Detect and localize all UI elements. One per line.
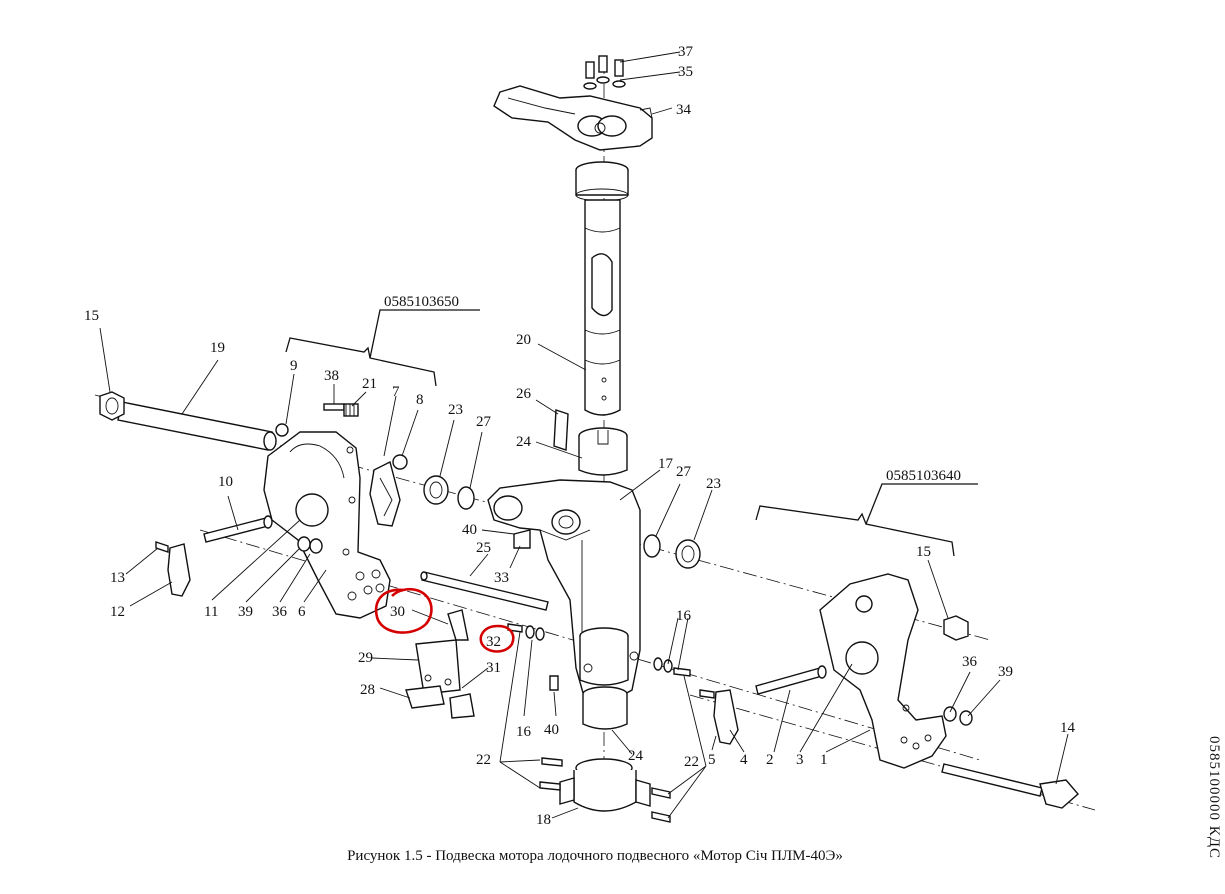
label-16-right: 16 bbox=[676, 608, 692, 624]
label-15-left: 15 bbox=[84, 308, 99, 324]
nut-36-washer-39-right bbox=[943, 706, 973, 726]
label-15-right: 15 bbox=[916, 544, 931, 560]
label-38: 38 bbox=[324, 368, 339, 384]
swivel-bracket-17 bbox=[487, 479, 641, 701]
label-32: 32 bbox=[486, 634, 501, 650]
stern-bracket-right-1 bbox=[819, 573, 947, 769]
label-22-left: 22 bbox=[476, 752, 491, 768]
label-13: 13 bbox=[110, 570, 125, 586]
label-27-left: 27 bbox=[476, 414, 492, 430]
label-33: 33 bbox=[494, 570, 509, 586]
tilt-rod-25 bbox=[420, 571, 549, 611]
label-2: 2 bbox=[766, 752, 774, 768]
document-number: 0585100000 КДС bbox=[1206, 736, 1222, 859]
label-6: 6 bbox=[298, 604, 306, 620]
bushing-23-left bbox=[423, 475, 449, 505]
pin-2-lever-4 bbox=[699, 665, 827, 745]
bushing-24-upper bbox=[578, 427, 628, 476]
label-1: 1 bbox=[820, 752, 828, 768]
label-22-right: 22 bbox=[684, 754, 699, 770]
bushing-23-right bbox=[675, 539, 701, 569]
label-39-left: 39 bbox=[238, 604, 253, 620]
washer-27-left bbox=[457, 486, 475, 510]
screws-37 bbox=[583, 55, 626, 90]
washer-27-right bbox=[643, 534, 661, 558]
nut-36-washer-39-left bbox=[297, 536, 323, 554]
label-36-left: 36 bbox=[272, 604, 288, 620]
assembly-bracket-right bbox=[755, 483, 978, 557]
figure-caption: Рисунок 1.5 - Подвеска мотора лодочного … bbox=[347, 848, 843, 864]
label-37: 37 bbox=[678, 44, 694, 60]
label-31: 31 bbox=[486, 660, 501, 676]
label-7: 7 bbox=[392, 384, 400, 400]
nuts-16 bbox=[525, 625, 673, 673]
label-16-left: 16 bbox=[516, 724, 532, 740]
bolts-22 bbox=[507, 623, 691, 823]
highlight-circle-32 bbox=[479, 624, 515, 653]
label-19: 19 bbox=[210, 340, 225, 356]
label-29: 29 bbox=[358, 650, 373, 666]
label-27-right: 27 bbox=[676, 464, 692, 480]
label-18: 18 bbox=[536, 812, 551, 828]
label-28: 28 bbox=[360, 682, 375, 698]
label-assembly-right: 0585103640 bbox=[886, 468, 961, 484]
bushing-24-lower bbox=[582, 686, 628, 730]
label-4: 4 bbox=[740, 752, 748, 768]
label-35: 35 bbox=[678, 64, 693, 80]
tilt-tube-19 bbox=[99, 391, 277, 451]
label-17: 17 bbox=[658, 456, 674, 472]
stern-bracket-left-6 bbox=[263, 431, 391, 619]
bracket-29-lock-28 bbox=[405, 609, 475, 719]
label-40-lower: 40 bbox=[544, 722, 559, 738]
label-9: 9 bbox=[290, 358, 298, 374]
spring-21-pin-38 bbox=[323, 403, 359, 417]
label-23-left: 23 bbox=[448, 402, 463, 418]
swivel-bracket-top bbox=[493, 85, 653, 151]
bolt-14 bbox=[941, 763, 1079, 809]
leader-lines bbox=[99, 51, 1069, 819]
label-3: 3 bbox=[796, 752, 804, 768]
label-39-right: 39 bbox=[998, 664, 1013, 680]
label-14: 14 bbox=[1060, 720, 1076, 736]
label-21: 21 bbox=[362, 376, 377, 392]
swivel-shaft-20 bbox=[575, 161, 629, 416]
tilt-plate-7 bbox=[369, 460, 401, 527]
part-labels: 37 35 34 20 26 24 17 27 23 15 19 0585103… bbox=[84, 44, 1076, 828]
label-12: 12 bbox=[110, 604, 125, 620]
label-24-lower: 24 bbox=[628, 748, 644, 764]
label-40-upper: 40 bbox=[462, 522, 477, 538]
label-5: 5 bbox=[708, 752, 716, 768]
bushing-8-9 bbox=[275, 423, 408, 470]
label-36-right: 36 bbox=[962, 654, 978, 670]
label-assembly-left: 0585103650 bbox=[384, 294, 459, 310]
label-34: 34 bbox=[676, 102, 692, 118]
label-25: 25 bbox=[476, 540, 491, 556]
label-8: 8 bbox=[416, 392, 424, 408]
label-20: 20 bbox=[516, 332, 531, 348]
lever-12-screw-13 bbox=[155, 541, 191, 597]
label-26: 26 bbox=[516, 386, 532, 402]
label-24-upper: 24 bbox=[516, 434, 532, 450]
thrust-washer-26 bbox=[553, 409, 569, 451]
grease-fitting-40 bbox=[513, 529, 559, 691]
nut-15-right bbox=[943, 615, 969, 641]
assembly-bracket-left bbox=[285, 309, 480, 387]
label-23-right: 23 bbox=[706, 476, 721, 492]
clamp-18 bbox=[559, 758, 651, 812]
highlight-circle-30 bbox=[374, 587, 433, 634]
label-10: 10 bbox=[218, 474, 233, 490]
label-11: 11 bbox=[204, 604, 218, 620]
label-30: 30 bbox=[390, 604, 405, 620]
center-axis-lower bbox=[199, 529, 981, 761]
pin-10 bbox=[203, 515, 273, 543]
